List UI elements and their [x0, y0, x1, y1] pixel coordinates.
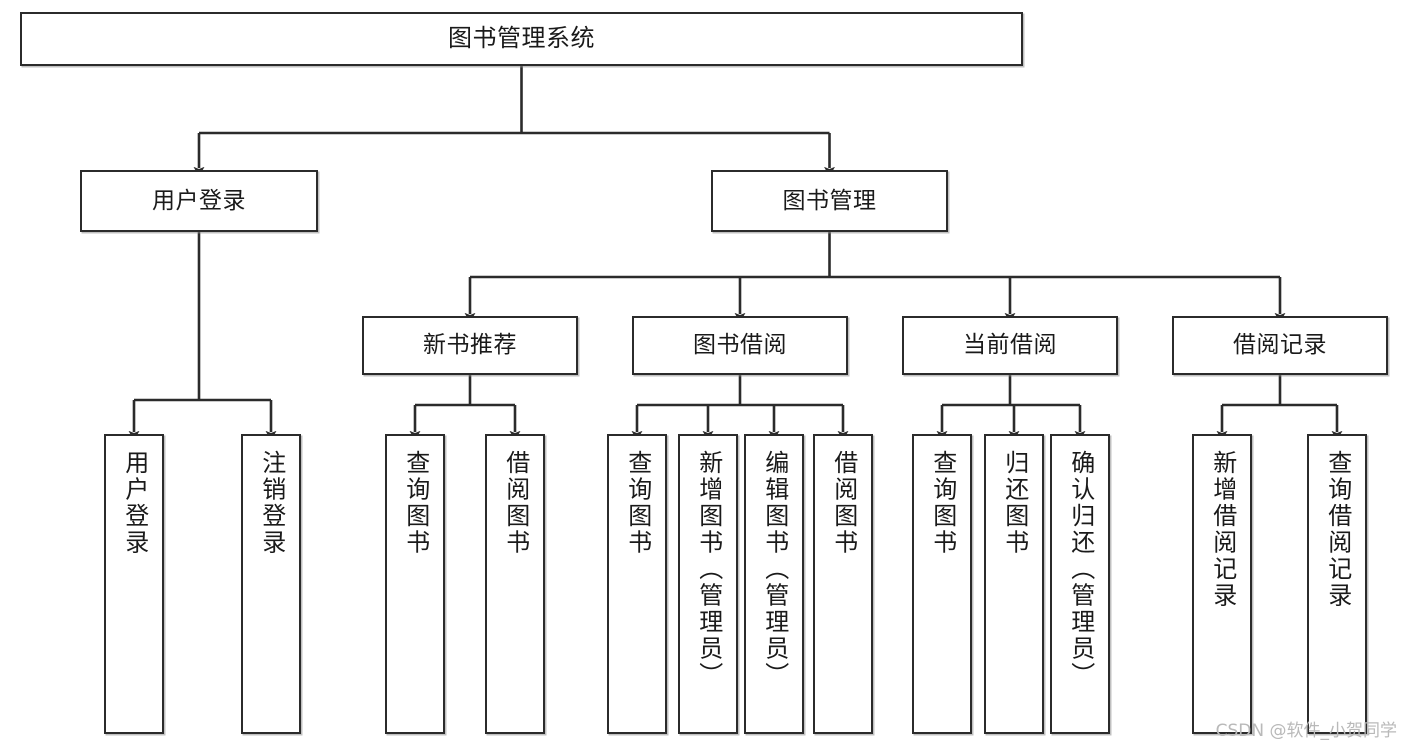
- node-leaf-login-2[interactable]: 注销登录: [241, 434, 301, 734]
- node-label: 编辑图书（管理员）: [760, 450, 789, 689]
- node-label: 图书管理: [782, 187, 877, 214]
- node-label: 查询图书: [928, 450, 957, 556]
- node-label: 归还图书: [1000, 450, 1029, 556]
- node-leaf-login-1[interactable]: 用户登录: [104, 434, 164, 734]
- node-record[interactable]: 借阅记录: [1172, 316, 1388, 375]
- node-label: 新书推荐: [423, 332, 517, 359]
- node-leaf-bor-2[interactable]: 新增图书（管理员）: [678, 434, 738, 734]
- node-leaf-bor-3[interactable]: 编辑图书（管理员）: [744, 434, 804, 734]
- node-label: 图书管理系统: [448, 24, 595, 53]
- node-bookmgmt[interactable]: 图书管理: [711, 170, 948, 232]
- node-leaf-new-1[interactable]: 查询图书: [385, 434, 445, 734]
- node-label: 新增图书（管理员）: [694, 450, 723, 689]
- node-label: 查询图书: [401, 450, 430, 556]
- node-label: 借阅图书: [501, 450, 530, 556]
- node-label: 确认归还（管理员）: [1066, 450, 1095, 689]
- node-leaf-new-2[interactable]: 借阅图书: [485, 434, 545, 734]
- node-leaf-cur-1[interactable]: 查询图书: [912, 434, 972, 734]
- node-leaf-cur-2[interactable]: 归还图书: [984, 434, 1044, 734]
- node-current[interactable]: 当前借阅: [902, 316, 1118, 375]
- node-label: 图书借阅: [693, 332, 787, 359]
- node-root[interactable]: 图书管理系统: [20, 12, 1023, 66]
- node-newbook[interactable]: 新书推荐: [362, 316, 578, 375]
- node-leaf-cur-3[interactable]: 确认归还（管理员）: [1050, 434, 1110, 734]
- node-borrow[interactable]: 图书借阅: [632, 316, 848, 375]
- node-label: 当前借阅: [963, 332, 1057, 359]
- node-leaf-rec-1[interactable]: 新增借阅记录: [1192, 434, 1252, 734]
- node-label: 借阅图书: [829, 450, 858, 556]
- node-label: 查询借阅记录: [1323, 450, 1352, 609]
- node-leaf-rec-2[interactable]: 查询借阅记录: [1307, 434, 1367, 734]
- node-label: 新增借阅记录: [1208, 450, 1237, 609]
- node-label: 用户登录: [152, 187, 246, 214]
- node-login[interactable]: 用户登录: [80, 170, 318, 232]
- node-label: 查询图书: [623, 450, 652, 556]
- node-label: 用户登录: [120, 450, 149, 556]
- node-label: 借阅记录: [1233, 332, 1327, 359]
- node-leaf-bor-4[interactable]: 借阅图书: [813, 434, 873, 734]
- watermark: CSDN @软件_小贺同学: [1215, 721, 1397, 741]
- node-label: 注销登录: [257, 450, 286, 556]
- node-leaf-bor-1[interactable]: 查询图书: [607, 434, 667, 734]
